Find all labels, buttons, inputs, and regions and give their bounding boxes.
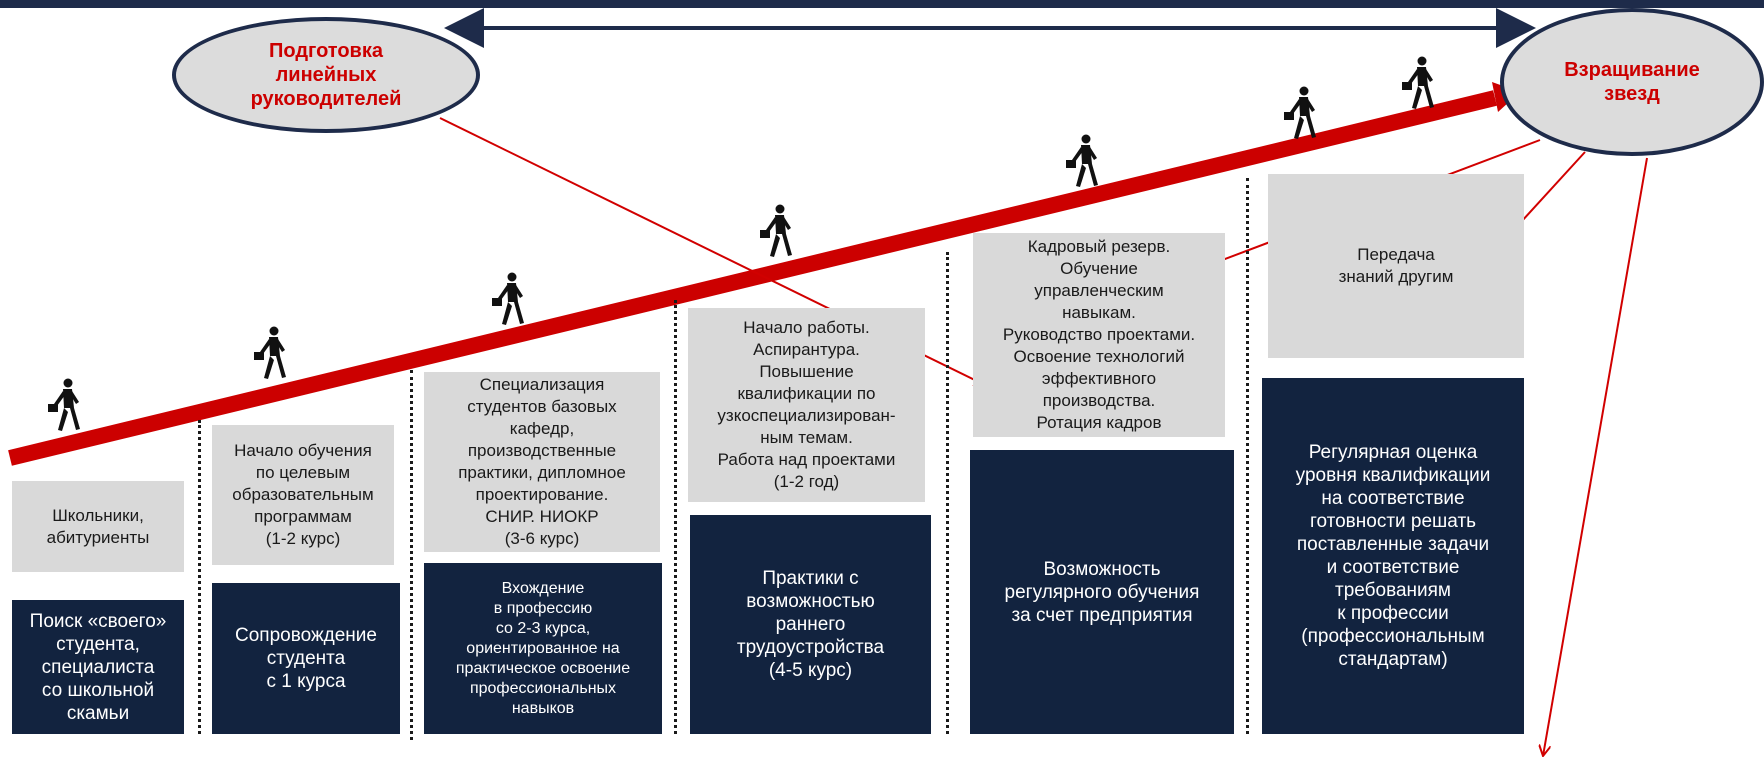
stage-6-description: Передача знаний другим — [1268, 174, 1524, 358]
stage-3-description: Специализация студентов базовых кафедр, … — [424, 372, 660, 552]
stage-separator — [198, 420, 201, 734]
stage-4-goal: Практики с возможностью раннего трудоуст… — [690, 515, 931, 734]
pointer-arrow-down — [1543, 157, 1648, 756]
growth-arrow-shaft — [8, 90, 1497, 466]
walking-businessman-icon — [1066, 134, 1098, 187]
walking-businessman-icon — [1402, 56, 1434, 109]
oval-line-managers: Подготовка линейных руководителей — [172, 17, 480, 133]
stage-5-description: Кадровый резерв. Обучение управленческим… — [973, 233, 1225, 437]
walking-businessman-icon — [492, 272, 524, 325]
stage-6-goal: Регулярная оценка уровня квалификации на… — [1262, 378, 1524, 734]
stage-1-goal: Поиск «своего» студента, специалиста со … — [12, 600, 184, 734]
walking-businessman-icon — [1284, 86, 1316, 139]
stage-5-goal: Возможность регулярного обучения за счет… — [970, 450, 1234, 734]
oval-growing-stars: Взращивание звезд — [1500, 8, 1764, 156]
stage-separator — [946, 252, 949, 734]
stage-2-goal: Сопровождение студента с 1 курса — [212, 583, 400, 734]
stage-3-goal: Вхождение в профессию со 2-3 курса, орие… — [424, 563, 662, 734]
walking-businessman-icon — [254, 326, 286, 379]
stage-1-description: Школьники, абитуриенты — [12, 481, 184, 572]
stage-separator — [410, 370, 413, 740]
stage-4-description: Начало работы. Аспирантура. Повышение кв… — [688, 308, 925, 502]
walking-businessman-icon — [48, 378, 80, 431]
stage-separator — [1246, 178, 1249, 734]
stage-separator — [674, 300, 677, 734]
walking-businessman-icon — [760, 204, 792, 257]
top-bar — [0, 0, 1764, 8]
stage-2-description: Начало обучения по целевым образовательн… — [212, 425, 394, 565]
